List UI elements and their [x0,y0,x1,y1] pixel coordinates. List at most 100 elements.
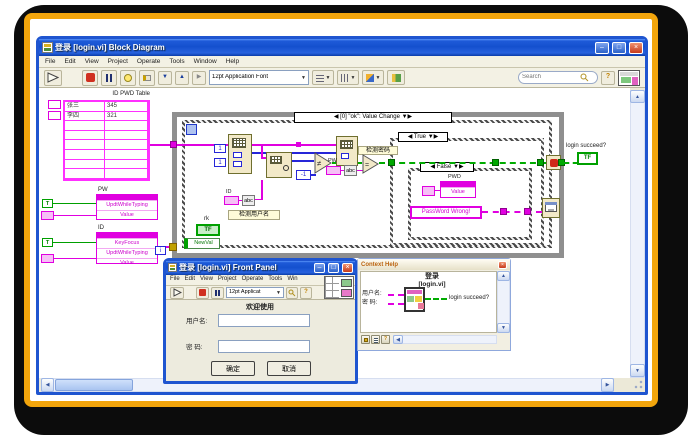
clean-up-diagram-button[interactable] [387,70,405,85]
fp-icon-pane[interactable] [324,276,354,299]
table-cell[interactable]: 321 [105,111,148,122]
fp-abort-button[interactable] [196,286,209,299]
maximize-button[interactable]: □ [612,41,626,54]
run-button[interactable] [44,69,62,86]
horizontal-scroll-thumb[interactable] [55,379,133,391]
pwd-reference-terminal[interactable] [422,186,435,196]
fp-menu-view[interactable]: View [200,276,213,283]
abort-button[interactable] [82,69,98,86]
table-index-x[interactable] [48,100,61,109]
ch-horizontal-scrollbar[interactable] [393,335,497,344]
event-data-newval[interactable]: NewVal [184,238,220,249]
pwd-property-node[interactable]: Value [440,181,476,198]
one-button-dialog-node[interactable] [542,198,560,218]
ch-scroll-down-button[interactable]: ▼ [497,323,510,333]
ch-titlebar[interactable]: Context Help × [358,259,510,270]
menu-project[interactable]: Project [107,57,128,65]
menu-window[interactable]: Window [193,57,217,65]
fp-search-button[interactable] [286,286,298,299]
pw-property-node[interactable]: UpdtWhileTyping Value [96,194,158,220]
menu-tools[interactable]: Tools [169,57,185,65]
fp-titlebar[interactable]: 登录 [login.vi] Front Panel – □ × [166,261,355,275]
fp-font-selector[interactable]: 12pt Applicat ▼ [226,287,284,298]
ch-lock-help-button[interactable] [361,335,370,344]
search-input[interactable] [522,73,580,82]
ch-detailed-help-button[interactable] [371,335,380,344]
scroll-down-button[interactable]: ▼ [630,364,645,377]
event-selector-label[interactable]: ◀ [0] "ok": Value Change ▼▶ [294,112,452,123]
scroll-right-button[interactable]: ▶ [601,378,614,392]
menu-edit[interactable]: Edit [64,57,76,65]
bd-titlebar[interactable]: 登录 [login.vi] Block Diagram – □ × [39,39,645,56]
boolean-constant[interactable]: T [42,238,53,247]
to-string-node[interactable]: abc [242,195,255,206]
password-field[interactable] [218,340,310,353]
retain-wire-values-button[interactable] [139,69,155,86]
id-property-node[interactable]: KeyFocus UpdtWhileTyping Value [96,232,158,266]
table-cell[interactable]: 张三 [65,102,105,112]
font-selector[interactable]: 12pt Application Font ▼ [209,70,309,85]
minimize-button[interactable]: – [595,41,609,54]
fp-menu-window[interactable]: Win [287,276,298,283]
to-string-node[interactable]: abc [344,165,357,176]
ch-close-button[interactable]: × [498,260,507,269]
fp-minimize-button[interactable]: – [314,263,325,273]
fp-close-button[interactable]: × [342,263,353,273]
rk-boolean-terminal[interactable]: TF [196,224,220,236]
equal-node[interactable]: = [362,154,379,174]
login-succeed-indicator[interactable]: TF [577,152,598,165]
context-help-button[interactable]: ? [601,70,615,85]
index-array-node[interactable] [336,136,358,166]
not-equal-node[interactable]: ≠ [314,152,332,174]
ch-help-button[interactable]: ? [381,335,390,344]
fp-maximize-button[interactable]: □ [328,263,339,273]
ok-button[interactable]: 确定 [211,361,255,376]
pause-button[interactable] [101,69,117,86]
case-structure-false[interactable] [408,168,532,240]
boolean-constant[interactable]: T [42,199,53,208]
close-button[interactable]: × [629,41,643,54]
fp-pause-button[interactable] [211,286,224,299]
search-array-node[interactable] [266,152,292,178]
scroll-left-button[interactable]: ◀ [41,378,54,392]
fp-menu-file[interactable]: File [170,276,180,283]
step-out-button[interactable]: ▶ [192,70,206,85]
resize-grip[interactable] [631,378,645,392]
fp-menu-tools[interactable]: Tools [268,276,283,283]
fp-run-button[interactable] [170,286,184,299]
pw-reference-terminal[interactable] [41,211,54,220]
fp-menu-operate[interactable]: Operate [241,276,264,283]
pw-terminal[interactable] [326,166,341,175]
iteration-terminal[interactable]: i [155,246,166,255]
menu-view[interactable]: View [84,57,99,65]
index-constant[interactable]: 1 [214,158,226,167]
menu-help[interactable]: Help [225,57,240,65]
step-over-button[interactable]: ▲ [175,70,189,85]
scroll-up-button[interactable]: ▲ [630,90,645,103]
username-field[interactable] [218,314,310,327]
table-cell[interactable]: 345 [105,102,148,112]
cancel-button[interactable]: 取消 [267,361,311,376]
menu-operate[interactable]: Operate [136,57,161,65]
step-into-button[interactable]: ▼ [158,70,172,85]
id-terminal[interactable] [224,196,239,205]
password-wrong-constant[interactable]: PassWord Wrong! [410,206,482,219]
table-cell[interactable]: 李四 [65,111,105,122]
vi-icon[interactable] [618,69,640,86]
highlight-execution-button[interactable] [120,69,136,86]
id-reference-terminal[interactable] [41,254,54,263]
align-objects-dropdown[interactable]: ▼ [312,70,334,85]
menu-file[interactable]: File [45,57,56,65]
index-constant[interactable]: 1 [214,144,226,153]
fp-help-button[interactable]: ? [300,286,312,299]
event-timeout-terminal[interactable] [186,124,197,135]
ch-scroll-up-button[interactable]: ▲ [497,271,510,281]
distribute-objects-dropdown[interactable]: ▼ [337,70,359,85]
ch-scroll-left-button[interactable]: ◀ [393,335,403,344]
fp-menu-project[interactable]: Project [217,276,237,283]
minus-one-constant[interactable]: -1 [296,170,311,180]
vertical-scrollbar[interactable] [630,90,645,378]
search-box[interactable] [518,71,598,84]
reorder-dropdown[interactable]: ▼ [362,70,384,85]
